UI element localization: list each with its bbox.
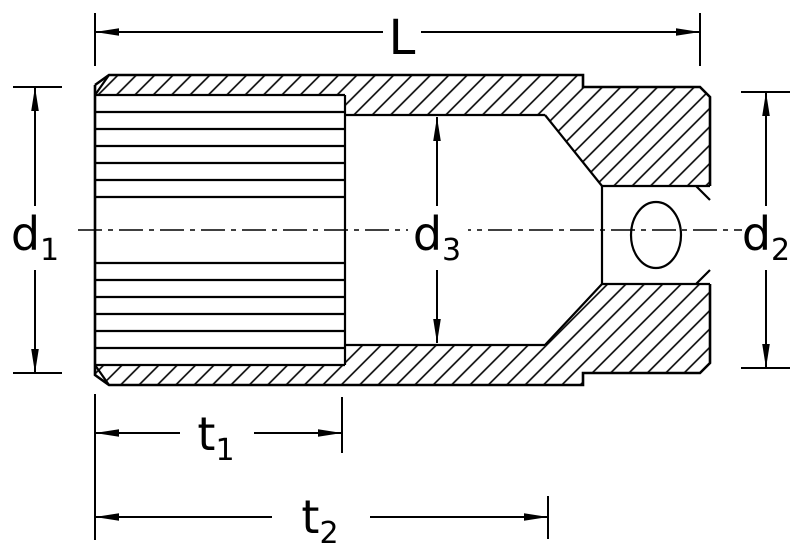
spline-lines	[95, 93, 345, 367]
dim-t1-label: t1	[197, 407, 234, 468]
dim-t2-label: t2	[301, 490, 338, 551]
opening-chamfer-lines	[94, 74, 110, 386]
dimension-d3: d3	[408, 117, 468, 343]
dim-d1-label: d1	[11, 207, 59, 268]
pin-hole-ellipse	[629, 200, 683, 270]
dim-length-label: L	[389, 10, 416, 66]
square-drive-hole	[600, 184, 711, 286]
dimension-t1: t1	[94, 394, 343, 540]
dimension-t2: t2	[95, 490, 549, 551]
dim-d3-label: d3	[413, 207, 461, 268]
dim-d2-label: d2	[742, 207, 790, 268]
dimension-length: L	[94, 10, 701, 66]
d3-label-mask	[408, 210, 468, 262]
dimension-d1: d1	[11, 86, 62, 374]
hatch-top-wall	[95, 75, 710, 186]
dimension-d2: d2	[741, 91, 790, 369]
hatch-bottom-wall	[95, 284, 710, 385]
